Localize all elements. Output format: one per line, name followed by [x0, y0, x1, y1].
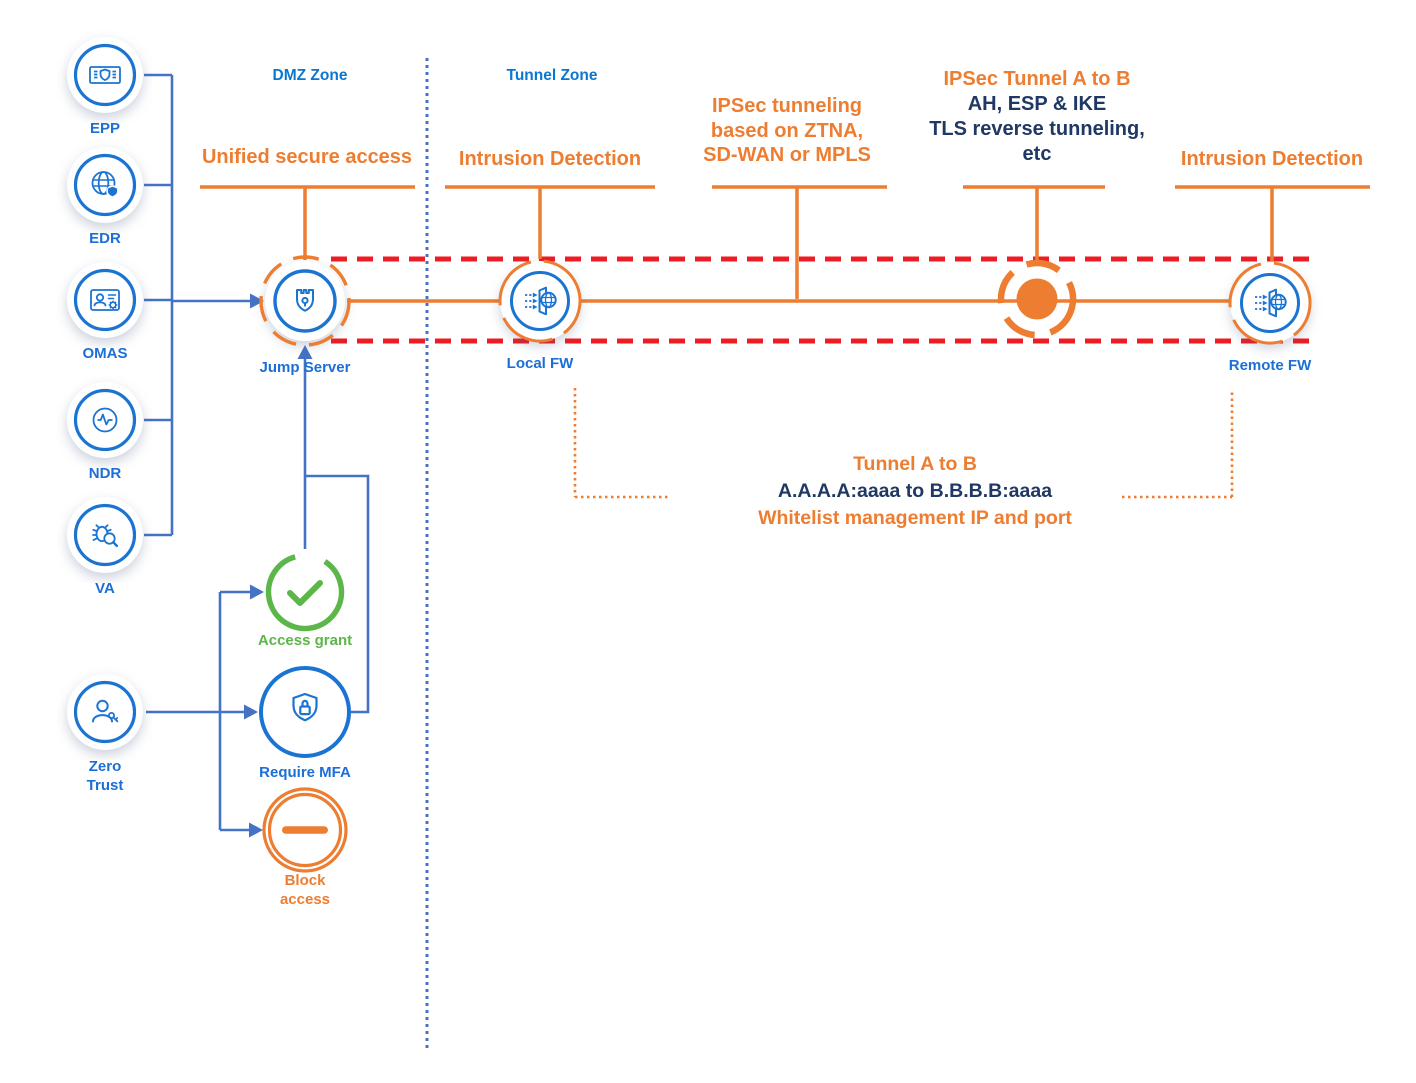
check-circle-icon: [265, 552, 345, 632]
blue-arrowheads: [244, 293, 313, 838]
ndr-icon: [92, 407, 118, 433]
ipsec-tunnel-ab-label: IPSec Tunnel A to B AH, ESP & IKE TLS re…: [929, 68, 1145, 165]
node-jump-server: [250, 246, 360, 356]
tunnel-zone-label: Tunnel Zone: [506, 67, 598, 84]
node-block-access: [257, 782, 353, 878]
intrusion-detection-left-label: Intrusion Detection: [458, 148, 642, 170]
node-local-fw: [485, 246, 595, 356]
block-access-label: Block access: [279, 872, 331, 908]
edr-icon: [91, 171, 119, 198]
minus-circle-icon: [262, 787, 348, 873]
tunnel-ab-note: Tunnel A to B A.A.A.A:aaaa to B.B.B.B:aa…: [758, 453, 1072, 529]
zero-trust-label: Zero Trust: [86, 758, 124, 794]
node-require-mfa: [257, 664, 353, 760]
access-grant-label: Access grant: [257, 632, 353, 649]
ndr-label: NDR: [88, 465, 122, 482]
epp-label: EPP: [89, 120, 121, 137]
dmz-zone-label: DMZ Zone: [272, 67, 348, 84]
node-epp: [57, 27, 153, 123]
intrusion-detection-right-label: Intrusion Detection: [1180, 148, 1364, 170]
tunnel-red-dashed-lines: [331, 256, 1311, 344]
tunnel-note-leader-lines: [573, 388, 1234, 499]
remote-fw-icon: [1255, 288, 1287, 318]
edr-label: EDR: [89, 230, 121, 247]
omas-label: OMAS: [82, 345, 128, 362]
node-zero-trust: [57, 664, 153, 760]
epp-icon: [89, 66, 121, 84]
va-label: VA: [95, 580, 115, 597]
jump-server-icon: [296, 289, 314, 312]
tunnel-endpoint-dot-icon: [997, 259, 1077, 339]
node-ndr: [57, 372, 153, 468]
shield-lock-icon: [292, 692, 318, 722]
node-edr: [57, 137, 153, 233]
blue-connectors: [144, 73, 370, 832]
node-access-grant: [263, 550, 347, 634]
zero-trust-user-key-icon: [92, 699, 119, 723]
remote-fw-label: Remote FW: [1228, 357, 1312, 374]
local-fw-icon: [525, 286, 557, 316]
unified-secure-access-label: Unified secure access: [201, 146, 413, 168]
ipsec-tunneling-label: IPSec tunneling based on ZTNA, SD-WAN or…: [703, 95, 871, 166]
omas-icon: [90, 289, 120, 311]
local-fw-label: Local FW: [506, 355, 574, 372]
va-icon: [92, 524, 119, 548]
jump-server-label: Jump Server: [259, 359, 351, 376]
node-va: [57, 487, 153, 583]
orange-flow-lines: [200, 185, 1370, 303]
node-tunnel-hub: [989, 251, 1085, 347]
require-mfa-label: Require MFA: [259, 764, 351, 781]
node-remote-fw: [1215, 248, 1325, 358]
node-omas: [57, 252, 153, 348]
mfa-return-line: [306, 474, 370, 714]
